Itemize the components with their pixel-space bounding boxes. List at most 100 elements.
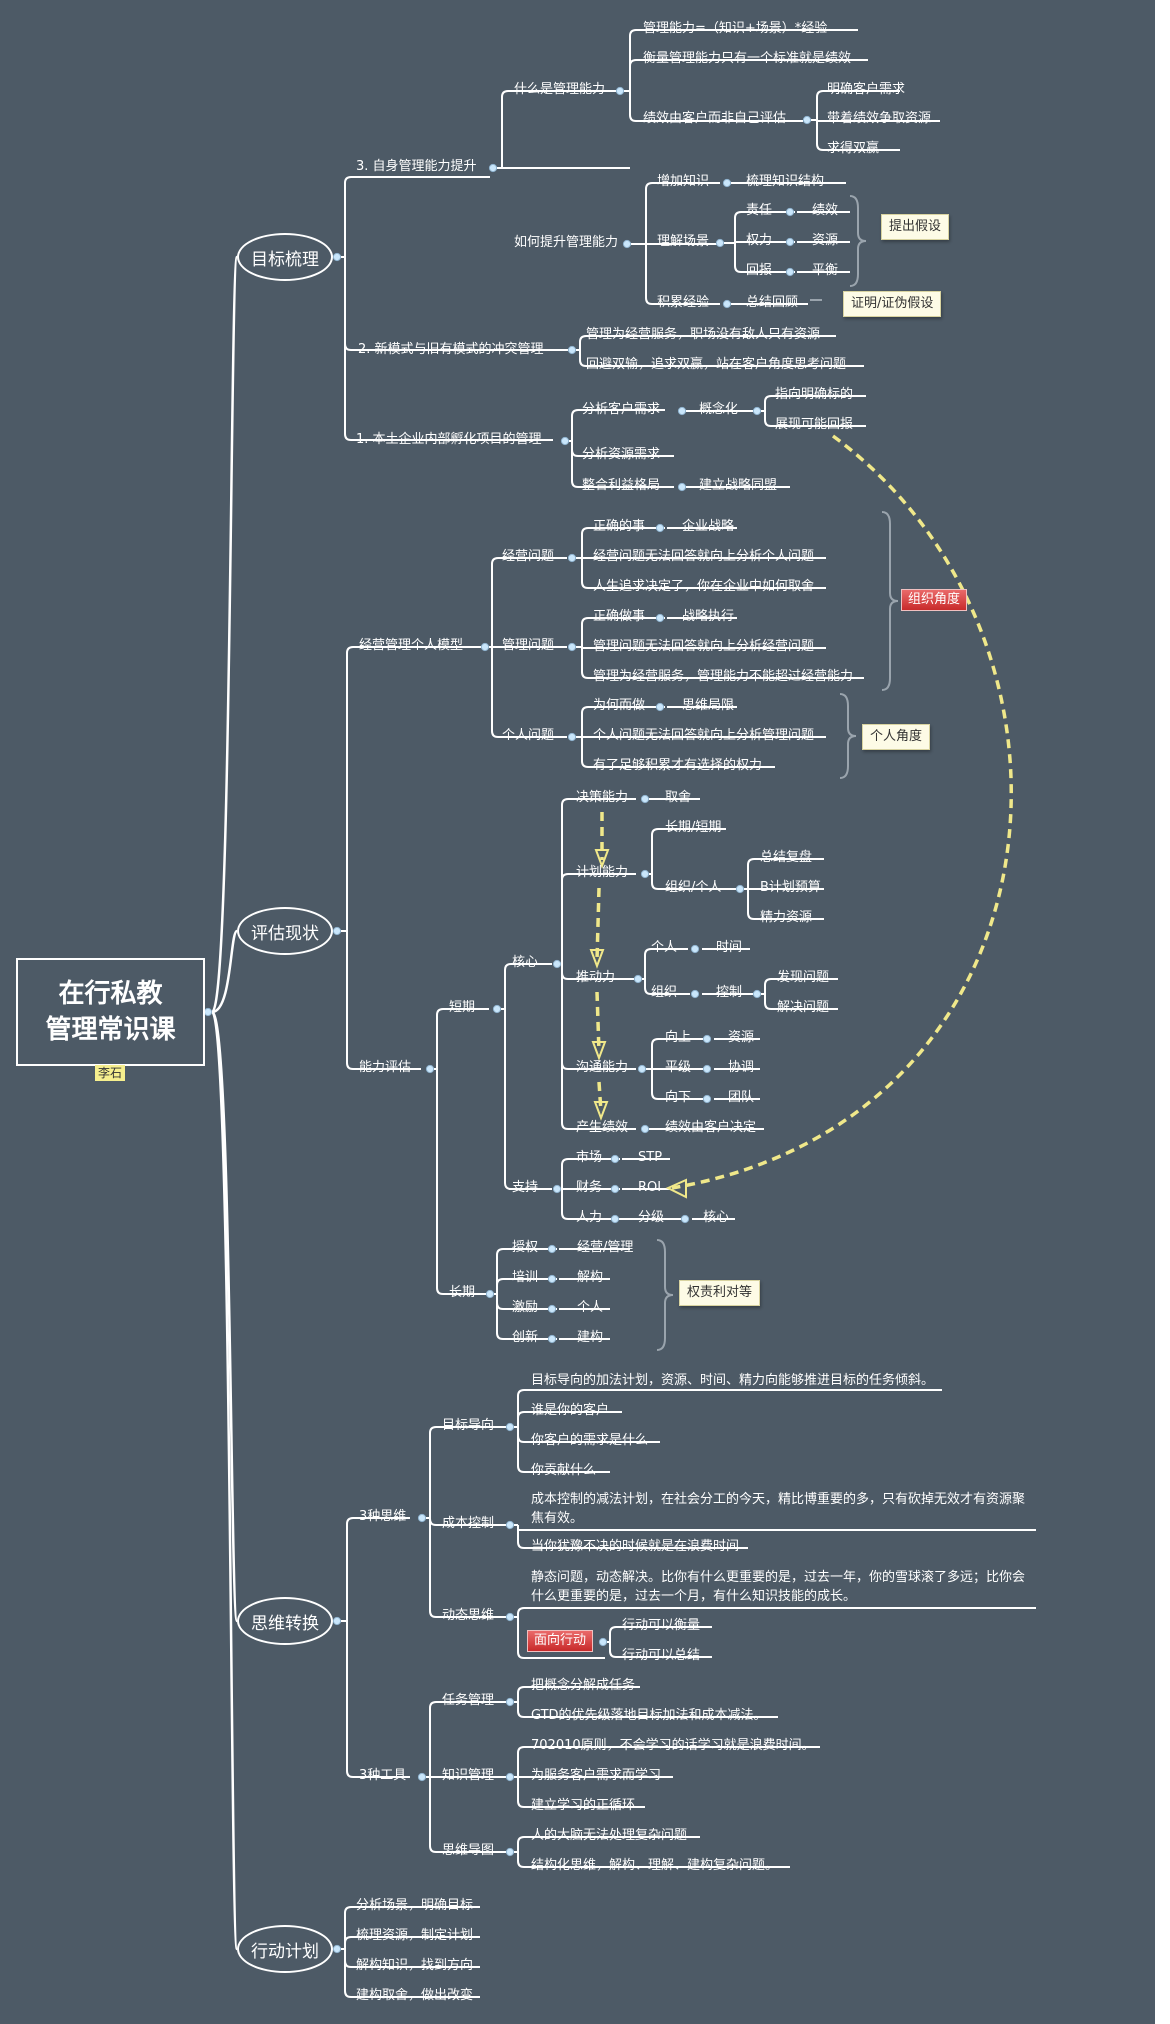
node-find[interactable]: 发现问题 [777,970,830,985]
node-b3[interactable]: 人生追求决定了，你在企业中如何取舍 [593,579,815,594]
node-conflict[interactable]: 2. 新模式与旧有模式的冲突管理 [358,342,544,357]
node-d0[interactable]: 静态问题，动态解决。比你有什么更重要的是，过去一年，你的雪球滚了多远；比你会什么… [531,1570,1026,1604]
node-incent[interactable]: 激励 [512,1300,539,1315]
node-solve[interactable]: 解决问题 [777,1000,830,1015]
node-g0[interactable]: 目标导向的加法计划，资源、时间、精力向能够推进目标的任务倾斜。 [531,1373,935,1388]
node-push-person[interactable]: 个人 [651,940,678,955]
node-hr[interactable]: 人力 [576,1210,603,1225]
node-roi[interactable]: ROI [638,1180,662,1195]
node-p3[interactable]: 有了足够积累才有选择的权力 [593,758,763,773]
node-long[interactable]: 长期 [449,1285,476,1300]
node-g1[interactable]: 谁是你的客户 [531,1403,610,1418]
node-review[interactable]: 总结回顾 [746,295,799,310]
node-up-b[interactable]: 资源 [728,1030,755,1045]
node-m3[interactable]: 管理为经营服务，管理能力不能超过经营能力 [593,669,854,684]
node-plan[interactable]: 计划能力 [576,865,629,880]
node-p1[interactable]: 为何而做 [593,698,646,713]
node-tradeoff[interactable]: 取舍 [665,790,692,805]
node-push[interactable]: 推动力 [576,970,616,985]
node-peer-b[interactable]: 协调 [728,1060,755,1075]
node-c1[interactable]: 当你犹豫不决的时候就是在浪费时间 [531,1539,740,1554]
node-mp2[interactable]: 结构化思维，解构、理解、建构复杂问题。 [531,1858,779,1873]
node-dynamic[interactable]: 动态思维 [442,1608,495,1623]
node-t2[interactable]: GTD的优先级落地目标加法和成本减法。 [531,1708,767,1723]
node-measure[interactable]: 衡量管理能力只有一个标准就是绩效 [643,51,852,66]
node-alliance[interactable]: 建立战略同盟 [699,478,778,493]
node-conf1[interactable]: 管理为经营服务，职场没有敌人只有资源 [586,327,821,342]
node-mapping[interactable]: 思维导图 [442,1843,495,1858]
node-integrate[interactable]: 整合利益格局 [582,478,661,493]
branch-action[interactable]: 行动计划 [237,1925,333,1973]
node-m2[interactable]: 管理问题无法回答就向上分析经营问题 [593,639,815,654]
node-model[interactable]: 经营管理个人模型 [359,638,464,653]
node-core[interactable]: 核心 [512,955,539,970]
node-org-person[interactable]: 组织/个人 [665,880,722,895]
node-up[interactable]: 向上 [665,1030,692,1045]
node-conf2[interactable]: 回避双输，追求双赢，站在客户角度思考问题 [586,357,847,372]
node-peer[interactable]: 平级 [665,1060,692,1075]
node-k1[interactable]: 702010原则，不会学习的话学习就是浪费时间。 [531,1738,815,1753]
node-g2[interactable]: 你客户的需求是什么 [531,1433,649,1448]
node-result[interactable]: 产生绩效 [576,1120,629,1135]
node-target[interactable]: 指向明确标的 [775,387,854,402]
node-mp1[interactable]: 人的大脑无法处理复杂问题 [531,1828,688,1843]
branch-goal[interactable]: 目标梳理 [237,233,333,281]
node-m1b[interactable]: 战略执行 [682,609,735,624]
node-personal[interactable]: 个人问题 [502,728,555,743]
node-push-org[interactable]: 组织 [651,985,678,1000]
node-c0[interactable]: 成本控制的减法计划，在社会分工的今天，精比博重要的多，只有砍掉无效才有资源聚焦有… [531,1492,1026,1526]
root-node[interactable]: 在行私教 管理常识课 [16,958,205,1066]
node-result-b[interactable]: 绩效由客户决定 [665,1120,757,1135]
node-three-mind[interactable]: 3种思维 [359,1509,407,1524]
node-understand[interactable]: 理解场景 [657,234,710,249]
node-market[interactable]: 市场 [576,1150,603,1165]
node-b2[interactable]: 经营问题无法回答就向上分析个人问题 [593,549,815,564]
node-innov[interactable]: 创新 [512,1330,539,1345]
node-support[interactable]: 支持 [512,1180,539,1195]
node-r3b[interactable]: 平衡 [812,263,839,278]
node-train-b[interactable]: 解构 [577,1270,604,1285]
branch-assess[interactable]: 评估现状 [237,907,333,955]
node-c2[interactable]: 带着绩效争取资源 [827,111,932,126]
node-auth-b[interactable]: 经营/管理 [577,1240,634,1255]
node-how-improve[interactable]: 如何提升管理能力 [514,235,619,250]
node-stp[interactable]: STP [638,1150,663,1165]
tag-action-oriented[interactable]: 面向行动 [527,1630,594,1652]
node-comm[interactable]: 沟通能力 [576,1060,629,1075]
node-down[interactable]: 向下 [665,1090,692,1105]
node-sort-knowledge[interactable]: 梳理知识结构 [746,174,825,189]
node-r2b[interactable]: 资源 [812,233,839,248]
node-bplan[interactable]: B计划预算 [760,880,821,895]
node-analyze-client[interactable]: 分析客户需求 [582,402,661,417]
node-control[interactable]: 控制 [716,985,743,1000]
node-a4[interactable]: 建构取舍，做出改变 [356,1988,474,2003]
node-concept[interactable]: 概念化 [699,402,739,417]
node-a3[interactable]: 解构知识，找到方向 [356,1958,474,1973]
node-client-eval[interactable]: 绩效由客户而非自己评估 [643,111,787,126]
node-r1[interactable]: 责任 [746,203,773,218]
node-p1b[interactable]: 思维局限 [682,698,735,713]
node-cost[interactable]: 成本控制 [442,1516,495,1531]
node-know[interactable]: 知识管理 [442,1768,495,1783]
node-summary[interactable]: 总结复盘 [760,850,813,865]
node-core2[interactable]: 核心 [703,1210,730,1225]
node-b1[interactable]: 正确的事 [593,519,646,534]
node-time[interactable]: 时间 [716,940,743,955]
node-p2[interactable]: 个人问题无法回答就向上分析管理问题 [593,728,815,743]
node-auth[interactable]: 授权 [512,1240,539,1255]
node-add-knowledge[interactable]: 增加知识 [657,174,710,189]
node-short[interactable]: 短期 [449,1000,476,1015]
node-biz[interactable]: 经营问题 [502,549,555,564]
node-a1[interactable]: 分析场景，明确目标 [356,1898,474,1913]
node-act2[interactable]: 行动可以总结 [622,1648,701,1663]
node-self-improve[interactable]: 3. 自身管理能力提升 [356,159,477,174]
node-decision[interactable]: 决策能力 [576,790,629,805]
node-c1[interactable]: 明确客户需求 [827,82,906,97]
node-c3[interactable]: 求得双赢 [827,141,880,156]
node-k3[interactable]: 建立学习的正循环 [531,1798,636,1813]
node-finance[interactable]: 财务 [576,1180,603,1195]
node-g3[interactable]: 你贡献什么 [531,1463,597,1478]
branch-mind[interactable]: 思维转换 [237,1597,333,1645]
node-t1[interactable]: 把概念分解成任务 [531,1678,636,1693]
node-incent-b[interactable]: 个人 [577,1300,604,1315]
